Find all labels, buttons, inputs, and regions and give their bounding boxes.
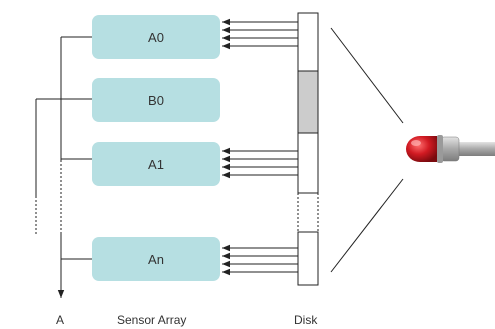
sensor-label: A1 (148, 156, 164, 172)
sensor-a0: A0 (92, 15, 220, 59)
disk-dark-segment (297, 70, 319, 134)
output-line-b (35, 98, 92, 234)
disk (297, 12, 319, 286)
sensor-label: An (148, 251, 164, 267)
light-cone (330, 27, 404, 273)
sensor-an: An (92, 237, 220, 281)
red-led-icon (406, 135, 495, 163)
sensor-b0: B0 (92, 78, 220, 122)
light-arrows-a1 (222, 147, 298, 179)
sensor-label: B0 (148, 92, 164, 108)
sensor-label: A0 (148, 29, 164, 45)
sensor-array-label: Sensor Array (117, 313, 187, 327)
output-line-a (57, 36, 92, 298)
light-arrows-a0 (222, 18, 298, 50)
channel-a-label: A (56, 313, 65, 327)
disk-label: Disk (294, 313, 318, 327)
light-arrows-an (222, 244, 298, 276)
sensor-a1: A1 (92, 142, 220, 186)
